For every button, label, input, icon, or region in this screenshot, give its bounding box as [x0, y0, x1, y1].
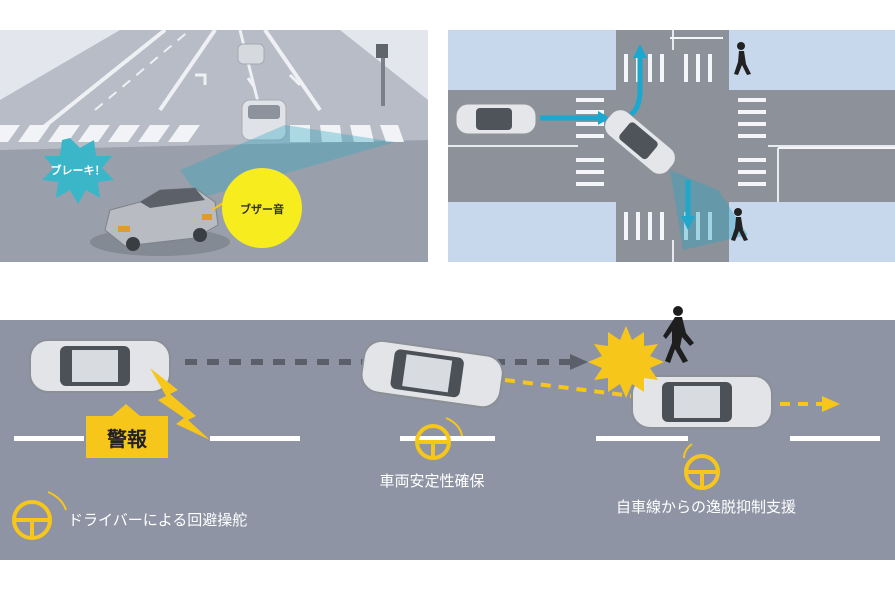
- brake-label: ブレーキ！: [51, 163, 106, 177]
- steering-wheel-icon: [415, 424, 451, 460]
- intersection-illustration: ブレーキ！ ブザー音: [0, 30, 428, 262]
- warning-badge: 警報: [86, 404, 168, 458]
- car-avoided: [631, 375, 773, 429]
- buzzer-alert: ブザー音: [211, 168, 302, 248]
- stability-caption: 車両安定性確保: [379, 472, 484, 490]
- pedestrian-icon: [734, 42, 751, 75]
- lead-car: [241, 99, 287, 141]
- steering-wheel-icon: [684, 454, 720, 490]
- crosswalk-stripes: [0, 125, 404, 142]
- crossing-illustration: [448, 30, 895, 262]
- lane-avoidance-illustration: 警報: [0, 320, 895, 560]
- walking-pedestrian: [660, 305, 700, 365]
- lane-keep-caption: 自車線からの逸脱抑制支援: [616, 498, 796, 516]
- buzzer-label: ブザー音: [240, 202, 284, 216]
- steering-caption: ドライバーによる回避操舵: [68, 511, 247, 529]
- pedestrian-icon: [731, 208, 748, 241]
- sun-burst-icon: [588, 326, 664, 398]
- brake-alert-burst: ブレーキ！: [42, 138, 114, 204]
- car-start: [29, 339, 171, 393]
- car-approaching: [455, 103, 537, 135]
- car-turning: [604, 109, 676, 175]
- avoidance-path: [504, 378, 633, 398]
- pedestrian-icon: [663, 306, 694, 363]
- radar-beam: [670, 170, 748, 250]
- car-middle: [360, 339, 504, 409]
- steering-wheel-icon: [12, 500, 52, 540]
- own-car: [90, 187, 230, 256]
- warning-lightning-icon: [150, 368, 210, 440]
- warning-label: 警報: [107, 427, 148, 451]
